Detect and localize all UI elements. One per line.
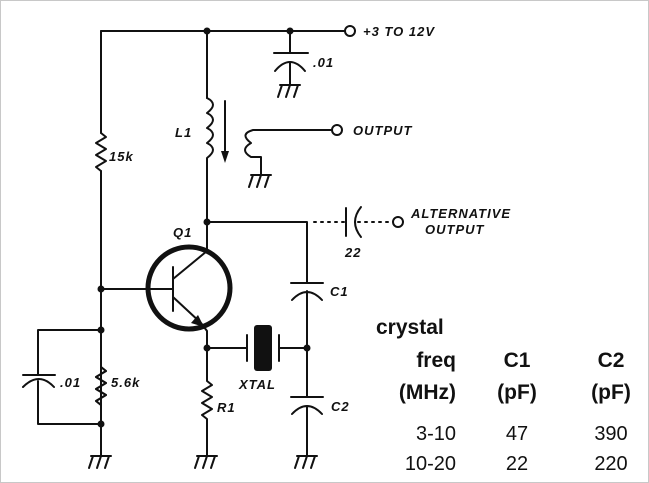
table-header: C1: [504, 349, 531, 372]
component-table: crystal freq (MHz) C1 (pF) C2 (pF) 3-10 …: [376, 316, 631, 475]
crystal-label: XTAL: [238, 377, 276, 392]
ground-icon: [294, 455, 318, 469]
table-header: (pF): [591, 381, 631, 404]
output-label: OUTPUT: [353, 123, 413, 138]
table-cell: 47: [506, 423, 528, 445]
table-header: crystal: [376, 316, 444, 339]
resistor-15k-label: 15k: [109, 149, 134, 164]
ground-icon: [194, 455, 218, 469]
ground-icon: [248, 174, 272, 188]
inductor-l1: [206, 97, 214, 223]
feedback-wire: [206, 221, 308, 284]
emitter-arrow-icon: [191, 315, 204, 327]
r1-label: R1: [217, 400, 236, 415]
alt-output-capacitor: [345, 206, 362, 238]
crystal-xtal: [254, 325, 272, 371]
junction: [97, 285, 105, 293]
supply-cap-label: .01: [313, 55, 334, 70]
supply-label: +3 TO 12V: [363, 24, 435, 39]
transistor-label: Q1: [173, 225, 192, 240]
resistor-5-6k-label: 5.6k: [111, 375, 140, 390]
resistor-5-6k: [95, 366, 107, 406]
capacitors-c1-c2: [290, 282, 324, 457]
alt-output-label-2: OUTPUT: [425, 222, 485, 237]
supply-terminal: [344, 25, 356, 37]
table-header: freq: [416, 349, 456, 372]
secondary-coil: [244, 129, 333, 176]
ground-icon: [88, 455, 112, 469]
ground-icon: [277, 84, 301, 98]
table-cell: 10-20: [405, 453, 456, 475]
resistor-15k: [95, 132, 107, 172]
c2-label: C2: [331, 399, 350, 414]
output-terminal: [331, 124, 343, 136]
table-cell: 22: [506, 453, 528, 475]
core-arrow-icon: [221, 151, 229, 163]
table-cell: 390: [594, 423, 627, 445]
inductor-label: L1: [175, 125, 192, 140]
bypass-cap-label: .01: [60, 375, 81, 390]
alt-cap-label: 22: [344, 245, 361, 260]
transistor-leads: [100, 221, 208, 349]
supply-capacitor: [273, 30, 309, 98]
table-header: (pF): [497, 381, 537, 404]
resistor-r1: [201, 347, 213, 457]
alt-output-terminal: [392, 216, 404, 228]
c1-label: C1: [330, 284, 349, 299]
bypass-capacitor: [22, 329, 102, 457]
table-header: (MHz): [399, 381, 456, 404]
crystal-wire: [206, 334, 308, 362]
table-cell: 220: [594, 453, 627, 475]
alt-output-label-1: ALTERNATIVE: [410, 206, 511, 221]
table-header: C2: [598, 349, 625, 372]
table-cell: 3-10: [416, 423, 456, 445]
